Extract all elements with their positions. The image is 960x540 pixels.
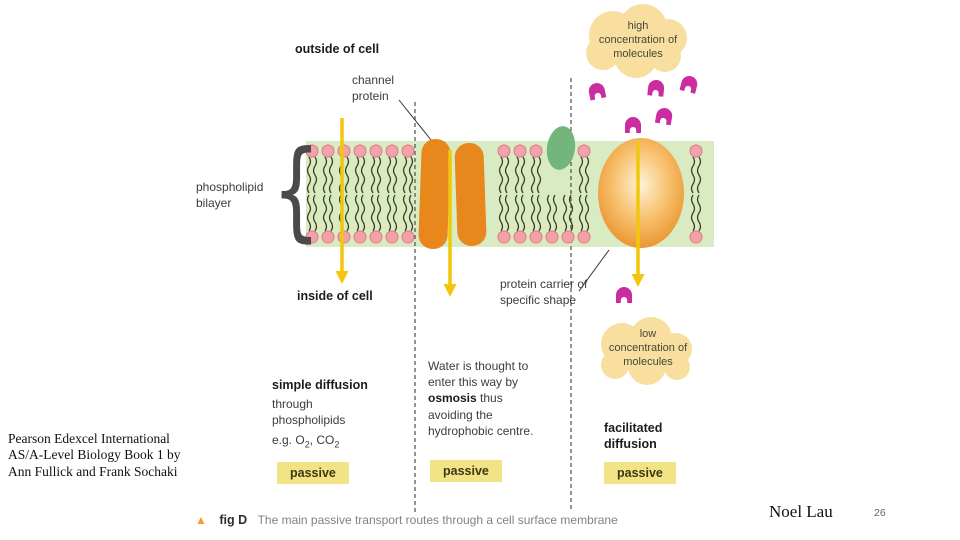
simple-diffusion-body: through phospholipids <box>272 397 346 428</box>
low-concentration-cloud <box>601 317 692 385</box>
passive-badge-osmosis: passive <box>430 460 502 482</box>
page-number: 26 <box>874 507 886 519</box>
high-concentration-cloud <box>586 4 687 78</box>
protein-carrier-label: protein carrier of specific shape <box>500 277 588 308</box>
attribution-line-2: AS/A-Level Biology Book 1 by <box>8 447 181 463</box>
channel-protein-label: channel protein <box>352 73 395 104</box>
passive-badge-facilitated: passive <box>604 462 676 484</box>
bilayer-brace: { <box>272 126 321 253</box>
attribution-line-1: Pearson Edexcel International <box>8 431 170 446</box>
inside-of-cell-label: inside of cell <box>297 289 373 303</box>
osmosis-bold-word: osmosis <box>428 391 477 406</box>
facilitated-diffusion-label: facilitated diffusion <box>604 421 663 452</box>
channel-protein-pointer-line <box>398 99 432 141</box>
example-text2: , CO <box>309 432 335 447</box>
facilitated-diffusion-arrowhead <box>631 274 645 287</box>
example-sub1: 2 <box>304 439 310 450</box>
figure-caption: ▲ fig D The main passive transport route… <box>195 511 618 529</box>
molecule-shapes <box>588 76 698 303</box>
osmosis-arrowhead <box>443 284 457 297</box>
caption-fig-label: fig D <box>219 513 248 527</box>
green-membrane-protein <box>546 126 576 170</box>
simple-diffusion-block: simple diffusion through phospholipids e… <box>272 377 382 450</box>
phospholipid-bilayer-label: phospholipid bilayer <box>196 180 264 211</box>
caption-text: The main passive transport routes throug… <box>257 513 618 527</box>
osmosis-text-post: thus avoiding the hydrophobic centre. <box>428 391 534 438</box>
author-name: Noel Lau <box>769 502 833 521</box>
example-text: e.g. O <box>272 432 305 447</box>
simple-diffusion-title: simple diffusion <box>272 378 368 392</box>
osmosis-text-pre: Water is thought to enter this way by <box>428 359 529 390</box>
simple-diffusion-arrowhead <box>335 271 349 284</box>
channel-protein-shapes <box>418 139 487 250</box>
simple-diffusion-example: e.g. O2, CO2 <box>272 432 382 451</box>
outside-of-cell-label: outside of cell <box>295 42 380 56</box>
low-concentration-label: low concentration of molecules <box>608 328 688 369</box>
carrier-protein-shape <box>598 138 684 248</box>
carrier-pointer-line <box>578 249 610 292</box>
attribution: Pearson Edexcel International AS/A-Level… <box>8 431 181 480</box>
caption-triangle-icon: ▲ <box>195 513 207 527</box>
attribution-line-3: Ann Fullick and Frank Sochaki <box>8 463 178 479</box>
passive-badge-simple: passive <box>277 462 349 484</box>
transport-arrows <box>335 118 645 297</box>
phospholipid-bilayer-graphic <box>305 144 703 244</box>
osmosis-block: Water is thought to enter this way by os… <box>428 358 546 439</box>
high-concentration-label: high concentration of molecules <box>598 20 678 61</box>
example-sub2: 2 <box>334 439 340 450</box>
